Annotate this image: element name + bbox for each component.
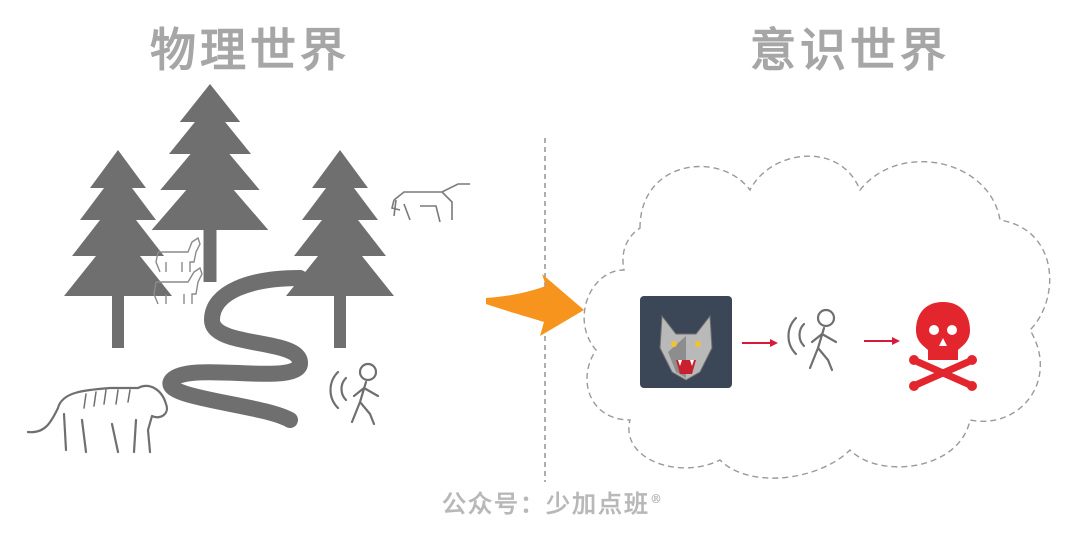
goat-icon [153,236,203,305]
pine-tree-icon [286,150,394,348]
arrow-right-icon [486,274,584,336]
walking-person-icon [787,308,838,372]
wolf-icon [640,296,732,388]
registered-mark: ® [650,492,662,506]
physical-world-title: 物理世界 [150,23,350,77]
dog-icon [391,183,470,223]
arrow-right-icon [742,337,900,347]
watermark: 公众号：少加点班® [442,484,662,519]
walking-person-icon [329,362,380,426]
pine-tree-icon [64,150,172,348]
skull-crossbones-icon [909,302,977,391]
conscious-world-title: 意识世界 [750,23,950,77]
thought-cloud-icon [583,155,1051,479]
watermark-text: 公众号：少加点班 [442,489,650,518]
tiger-icon [26,384,168,454]
winding-river-icon [162,270,308,428]
